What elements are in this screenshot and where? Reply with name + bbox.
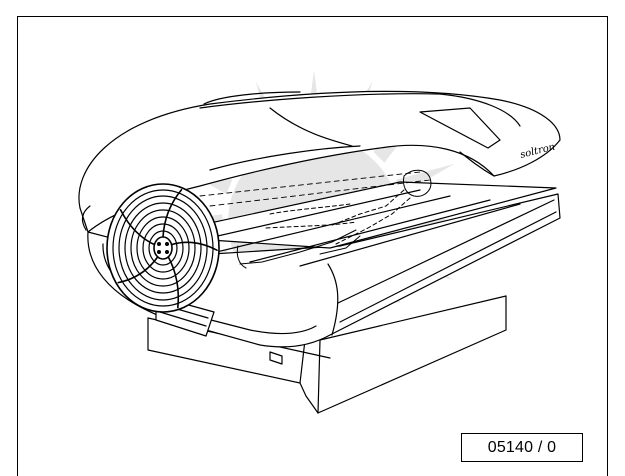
figure-frame: [17, 16, 608, 476]
fan-spoke: [119, 208, 156, 246]
reclining-person: [236, 169, 432, 269]
fan-spoke: [167, 256, 180, 309]
figure-code-label: 05140 / 0: [461, 433, 583, 462]
fan-spoke: [162, 188, 183, 238]
bed-lower-body: [87, 181, 561, 348]
fan-spoke: [170, 241, 218, 252]
cooling-fan-icon: [106, 183, 220, 313]
lamp-tubes: [199, 171, 431, 207]
fan-spoke: [117, 256, 159, 284]
